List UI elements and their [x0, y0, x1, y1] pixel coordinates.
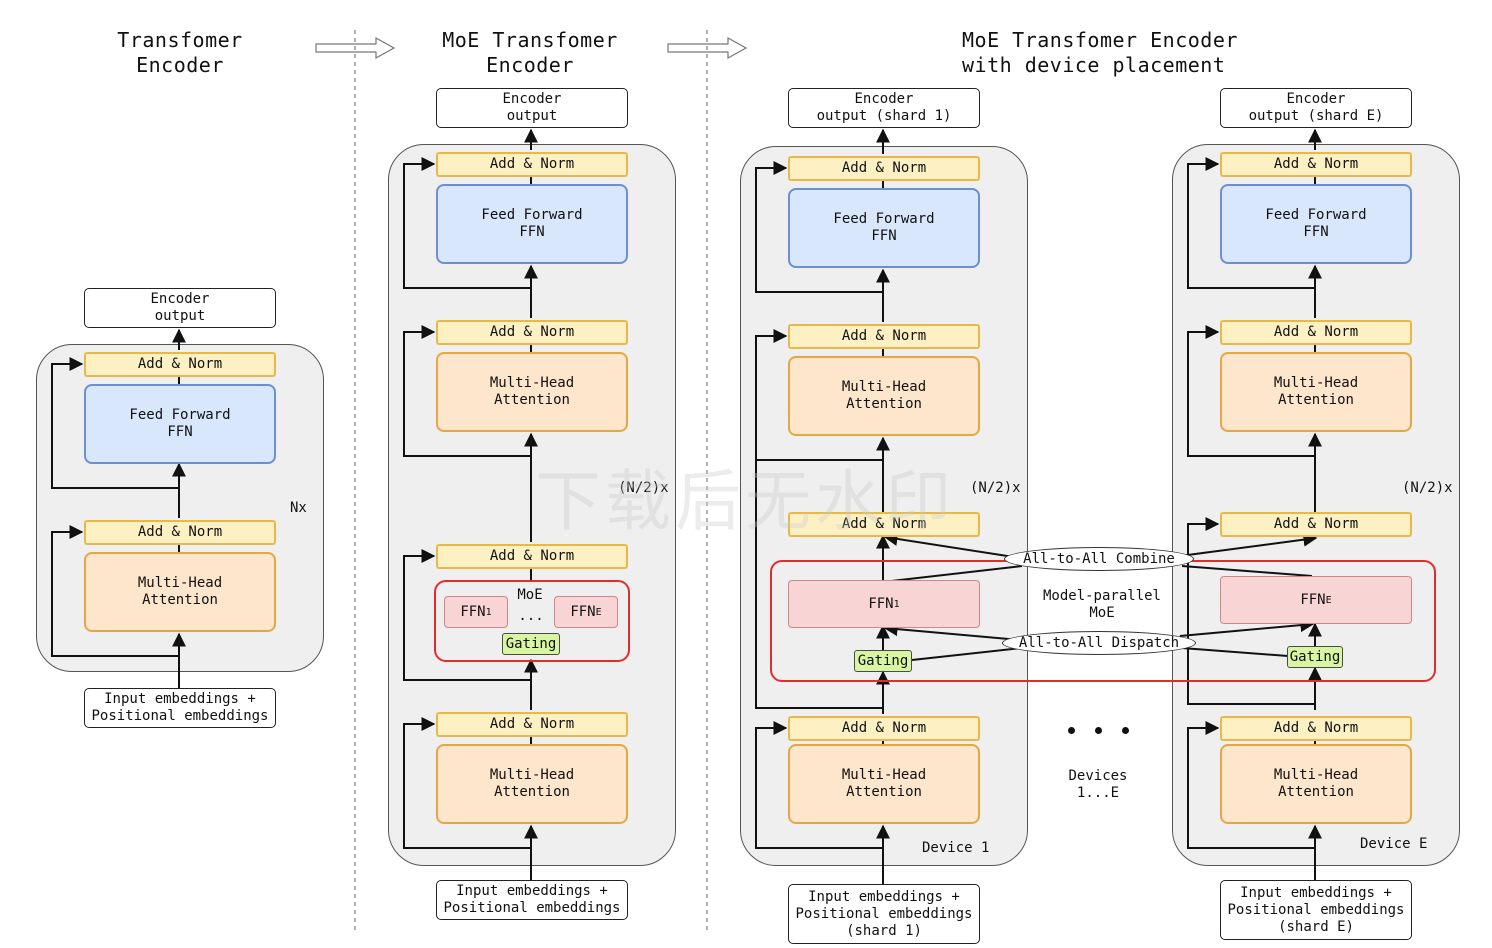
input-embeddings-shard-1-box: Input embeddings + Positional embeddings…: [788, 884, 980, 944]
feed-forward-box: Feed Forward FFN: [436, 184, 628, 264]
model-parallel-moe-label: Model-parallel MoE: [1042, 588, 1161, 621]
gating-box: Gating: [1287, 646, 1343, 668]
multi-head-attention-box: Multi-Head Attention: [84, 552, 276, 632]
multi-head-attention-box: Multi-Head Attention: [788, 356, 980, 436]
add-norm-box: Add & Norm: [436, 544, 628, 569]
feed-forward-box: Feed Forward FFN: [1220, 184, 1412, 264]
ellipsis-dot: [1095, 727, 1102, 734]
add-norm-box: Add & Norm: [788, 716, 980, 741]
repeat-label: (N/2)x: [618, 480, 669, 496]
add-norm-box: Add & Norm: [436, 152, 628, 177]
device-1-label: Device 1: [922, 840, 990, 856]
add-norm-box: Add & Norm: [788, 156, 980, 181]
expert-ffn-subscript: E: [1325, 594, 1332, 606]
all-to-all-dispatch-label: All-to-All Dispatch: [1002, 631, 1196, 655]
multi-head-attention-box: Multi-Head Attention: [788, 744, 980, 824]
expert-ffn-subscript: 1: [893, 598, 900, 610]
encoder-output-box: Encoder output: [436, 88, 628, 128]
repeat-label: (N/2)x: [970, 480, 1021, 496]
gating-box: Gating: [854, 650, 912, 672]
add-norm-box: Add & Norm: [1220, 320, 1412, 345]
add-norm-box: Add & Norm: [1220, 512, 1412, 537]
multi-head-attention-box: Multi-Head Attention: [436, 352, 628, 432]
input-embeddings-box: Input embeddings + Positional embeddings: [84, 688, 276, 728]
expert-ffn-subscript: E: [595, 606, 602, 618]
repeat-label: (N/2)x: [1402, 480, 1453, 496]
add-norm-box: Add & Norm: [1220, 152, 1412, 177]
expert-ffn-label: FFN: [570, 603, 596, 620]
add-norm-box: Add & Norm: [84, 520, 276, 545]
multi-head-attention-box: Multi-Head Attention: [1220, 744, 1412, 824]
expert-ffn-label: FFN: [460, 603, 486, 620]
moe-layer-outline: [434, 580, 630, 662]
add-norm-box: Add & Norm: [788, 512, 980, 537]
encoder-output-shard-1-box: Encoder output (shard 1): [788, 88, 980, 128]
expert-ffn-label: FFN: [1300, 591, 1326, 608]
add-norm-box: Add & Norm: [1220, 716, 1412, 741]
encoder-output-box: Encoder output: [84, 288, 276, 328]
add-norm-box: Add & Norm: [436, 712, 628, 737]
title-moe-encoder: MoE Transfomer Encoder: [442, 28, 618, 77]
repeat-label: Nx: [290, 500, 307, 516]
add-norm-box: Add & Norm: [436, 320, 628, 345]
encoder-output-shard-e-box: Encoder output (shard E): [1220, 88, 1412, 128]
add-norm-box: Add & Norm: [788, 324, 980, 349]
expert-ffn-label: FFN: [868, 595, 894, 612]
expert-ffn-subscript: 1: [485, 606, 492, 618]
moe-label: MoE: [517, 587, 543, 603]
gating-box: Gating: [502, 633, 560, 655]
stage-arrow-1: [315, 36, 396, 60]
title-transformer-encoder: Transfomer Encoder: [117, 28, 243, 77]
ellipsis-label: ...: [518, 608, 544, 624]
ellipsis-dot: [1068, 727, 1075, 734]
ellipsis-dot: [1122, 727, 1129, 734]
device-e-label: Device E: [1360, 836, 1428, 852]
feed-forward-box: Feed Forward FFN: [788, 188, 980, 268]
title-moe-device-placement: MoE Transfomer Encoder with device place…: [962, 28, 1238, 77]
multi-head-attention-box: Multi-Head Attention: [1220, 352, 1412, 432]
multi-head-attention-box: Multi-Head Attention: [436, 744, 628, 824]
input-embeddings-shard-e-box: Input embeddings + Positional embeddings…: [1220, 880, 1412, 940]
input-embeddings-box: Input embeddings + Positional embeddings: [436, 880, 628, 920]
watermark-text: 下载后无水印: [535, 463, 955, 540]
feed-forward-box: Feed Forward FFN: [84, 384, 276, 464]
devices-label: Devices 1...E: [1068, 768, 1128, 801]
add-norm-box: Add & Norm: [84, 352, 276, 377]
stage-arrow-2: [667, 36, 748, 60]
all-to-all-combine-label: All-to-All Combine: [1004, 547, 1194, 571]
